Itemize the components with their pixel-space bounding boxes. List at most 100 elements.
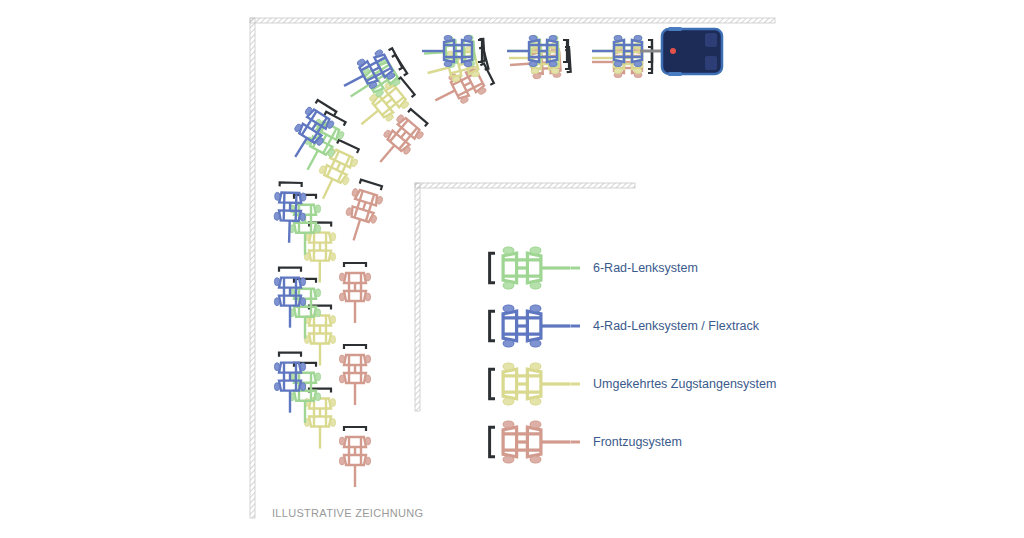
drawbar: [319, 261, 322, 283]
rail: [503, 432, 541, 435]
wheel: [634, 35, 642, 40]
axle-frame: [294, 289, 316, 299]
rail: [386, 99, 392, 104]
rail: [444, 56, 472, 58]
axle-frame: [503, 369, 516, 399]
wheel: [614, 35, 622, 40]
trailer: [368, 106, 431, 172]
drawbar: [435, 90, 455, 100]
wheel: [318, 165, 326, 174]
trailer: [274, 353, 305, 413]
wheel: [374, 49, 383, 57]
wheel: [530, 282, 541, 289]
wheel: [529, 35, 537, 40]
wheel: [375, 89, 385, 98]
axle-frame: [309, 334, 331, 344]
wheel: [503, 456, 514, 463]
wheel: [530, 247, 541, 254]
wheel: [274, 298, 279, 306]
wheel: [300, 363, 305, 371]
rear-coupler: [490, 311, 495, 341]
wheel: [301, 193, 306, 201]
rail: [294, 193, 297, 221]
rail: [289, 288, 291, 296]
axle-frame: [503, 427, 516, 457]
axle-frame: [444, 40, 454, 62]
rear-coupler: [490, 369, 495, 399]
wheel: [531, 68, 539, 73]
rail: [399, 128, 417, 149]
wheel: [386, 72, 395, 80]
wheel: [339, 437, 344, 445]
trailer-trains: [273, 34, 652, 487]
rail: [360, 273, 362, 301]
rail: [325, 316, 327, 344]
rail: [529, 56, 557, 58]
wheel: [274, 212, 279, 220]
wheel: [444, 35, 452, 40]
axle-frame: [344, 373, 366, 383]
rear-coupler: [392, 55, 407, 76]
wheel: [530, 421, 541, 428]
axle-frame: [294, 307, 316, 317]
rail: [503, 316, 541, 319]
drawbar: [592, 50, 614, 52]
rail: [539, 50, 547, 52]
rail: [530, 56, 558, 58]
wheel: [634, 61, 642, 66]
drawbar: [541, 324, 571, 327]
wheel: [330, 316, 335, 324]
rail: [310, 205, 312, 233]
drawbar: [319, 344, 321, 366]
axle-frame: [279, 210, 301, 221]
rail: [503, 390, 541, 393]
wheel: [339, 457, 344, 465]
wheel: [365, 355, 370, 363]
rail: [295, 278, 297, 306]
wheel: [530, 340, 541, 347]
axle-frame: [344, 437, 366, 447]
axle-frame: [529, 40, 539, 62]
drawbar: [428, 68, 449, 73]
rail: [540, 50, 548, 52]
rail: [313, 399, 315, 427]
rail: [529, 44, 557, 46]
wheel: [549, 61, 557, 66]
axle-frame: [279, 381, 301, 391]
wheel: [315, 373, 320, 381]
drawbar: [424, 52, 446, 53]
trailer: [339, 178, 387, 245]
trailer: [337, 44, 405, 99]
legend-drawbar: [571, 267, 580, 270]
drawbar: [592, 50, 614, 52]
trailer: [282, 98, 340, 165]
wheel: [614, 61, 622, 66]
rail: [295, 363, 297, 391]
wheel: [275, 192, 280, 200]
trailer: [507, 35, 567, 66]
legend-drawbar: [571, 441, 580, 444]
rail: [401, 131, 406, 137]
wheel: [342, 176, 350, 185]
legend-text: 6-Rad-Lenksystem: [593, 261, 698, 275]
rear-coupler: [337, 140, 359, 153]
rail: [517, 266, 528, 269]
rear-coupler: [279, 353, 301, 357]
wheel: [533, 73, 541, 79]
rail: [454, 50, 462, 52]
wheel: [550, 61, 558, 66]
rail: [354, 283, 356, 291]
wheel: [529, 61, 537, 66]
wheel: [300, 213, 305, 221]
wheel: [365, 273, 370, 281]
rail: [530, 44, 558, 46]
legend-text: Umgekehrtes Zugstangensystem: [593, 377, 776, 391]
wheel: [550, 35, 558, 40]
wheel: [503, 363, 514, 370]
wheel: [300, 278, 305, 286]
trailer: [428, 59, 496, 114]
rail: [624, 50, 632, 52]
wheel: [385, 113, 394, 122]
rail: [319, 326, 321, 334]
wheel: [376, 196, 383, 205]
